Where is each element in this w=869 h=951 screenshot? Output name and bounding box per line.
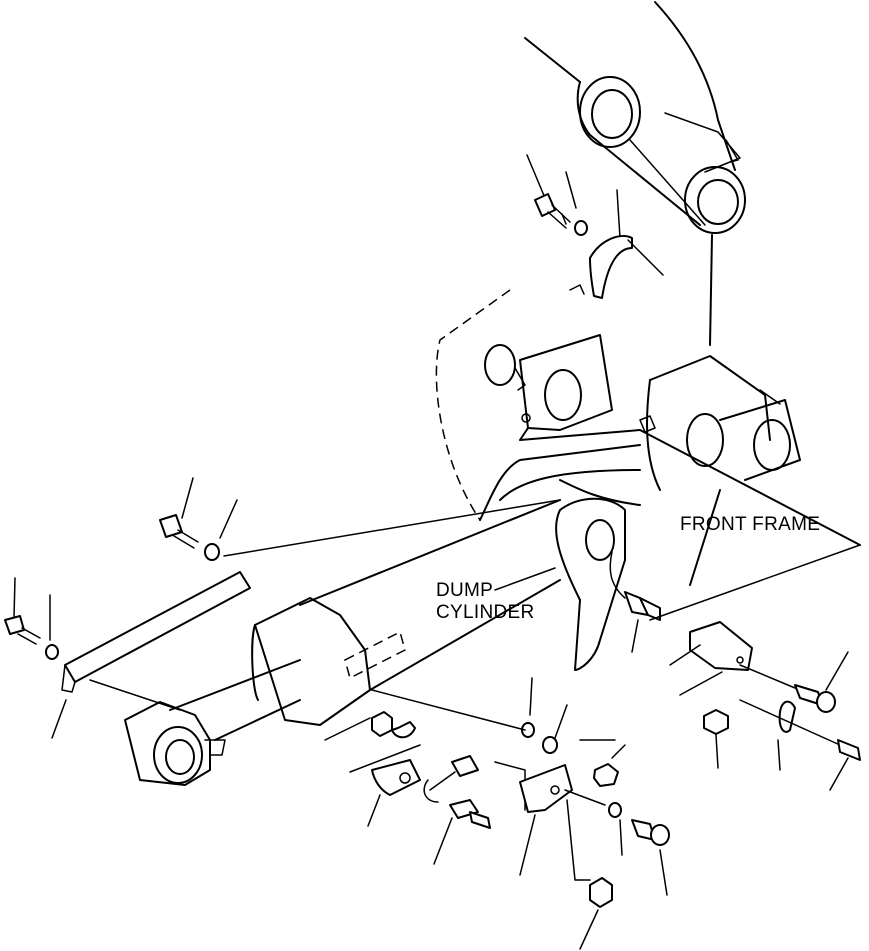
front-frame-body	[435, 289, 861, 586]
dump-cylinder-label-line1: DUMP	[436, 580, 494, 601]
top-bolt-set	[526, 154, 664, 299]
front-frame-label: FRONT FRAME	[680, 514, 821, 535]
left-bolt-set	[4, 477, 561, 660]
dump-cylinder-barrel	[124, 499, 561, 786]
dump-cylinder-label-line2: CYLINDER	[436, 602, 535, 623]
boom-arm-top	[524, 1, 746, 346]
bottom-center-parts	[324, 677, 670, 950]
switch-bracket-right	[669, 621, 861, 791]
guard-rail	[51, 571, 251, 739]
dump-cylinder-leader	[494, 567, 556, 591]
proximity-sensor	[609, 544, 861, 653]
cylinder-rod-end	[555, 497, 626, 671]
dump-cylinder-label: DUMP CYLINDER	[436, 580, 534, 624]
